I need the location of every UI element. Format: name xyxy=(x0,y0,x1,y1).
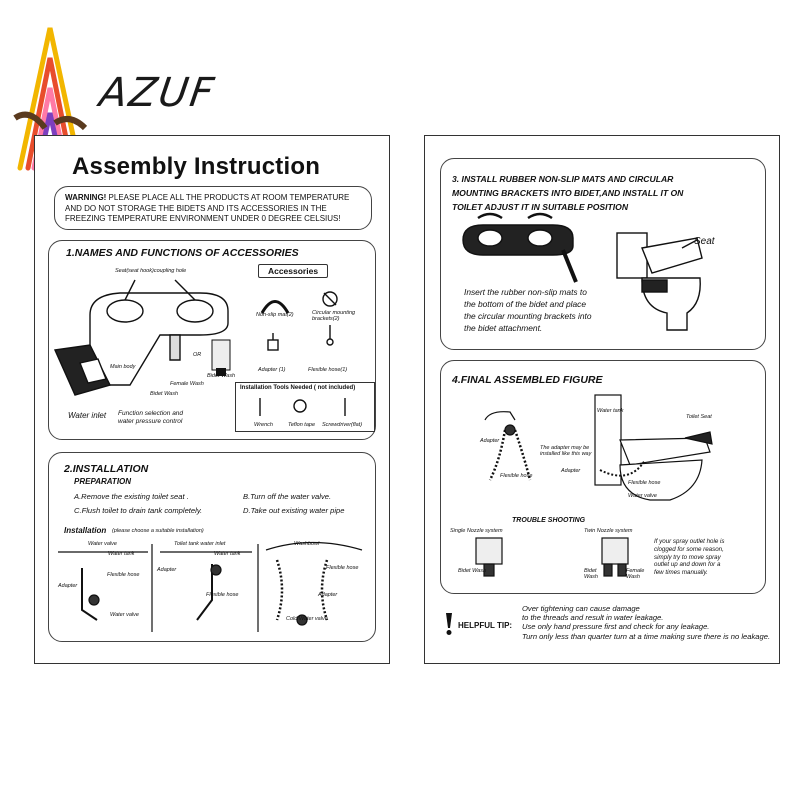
helpful-tip-label: HELPFUL TIP: xyxy=(458,621,513,630)
p2-water-tank: Water tank xyxy=(214,551,241,557)
section-mats-box xyxy=(440,158,766,350)
page-title: Assembly Instruction xyxy=(72,153,321,180)
accessories-badge: Accessories xyxy=(258,264,328,278)
trouble-note-line-4: outlet up and down for a xyxy=(654,561,721,569)
step-d: D.Take out existing water pipe xyxy=(243,506,345,515)
section-final-box xyxy=(440,360,766,594)
step-b: B.Turn off the water valve. xyxy=(243,492,332,501)
p1-water-valve-2: Water valve xyxy=(110,612,139,618)
twin-nozzle-label: Twin Nozzle system xyxy=(584,528,633,534)
trouble-note-line-3: simply try to move spray xyxy=(654,553,721,561)
flexible-hose-label: Flexible hose(1) xyxy=(308,367,348,373)
step-c: C.Flush toilet to drain tank completely. xyxy=(74,506,203,515)
final-flexible-hose-2: Flexible hose xyxy=(628,480,661,486)
screwdriver-label: Screwdriver(flat) xyxy=(322,422,363,428)
tools-box xyxy=(235,382,375,432)
section-mats-body-line-4: the bidet attachment. xyxy=(464,323,543,333)
wrench-label: Wrench xyxy=(254,422,273,428)
twin-female-wash: Female Wash xyxy=(626,568,645,580)
warning-lead: WARNING! xyxy=(65,193,107,202)
helpful-tip-line-1: Over tightening can cause damage xyxy=(522,604,640,613)
warning-text: PLEASE PLACE ALL THE PRODUCTS AT ROOM TE… xyxy=(65,193,350,223)
section-mats-title: 3. INSTALL RUBBER NON-SLIP MATS AND CIRC… xyxy=(452,172,683,214)
accessories-icons xyxy=(260,291,338,351)
p3-flexible-hose: Flexible hose xyxy=(326,565,359,571)
toilet-seat-diagram xyxy=(616,232,703,331)
single-bidet-wash: Bidet Wash xyxy=(458,568,487,574)
bidet-wash-label-2: Bidet Wash xyxy=(207,373,236,379)
final-adapter-note: The adapter may be installed like this w… xyxy=(540,445,592,457)
final-water-tank: Water tank xyxy=(597,408,624,414)
p3-cold-water-valve: Cold Water valve xyxy=(286,616,328,622)
tools-icons xyxy=(259,398,346,416)
trouble-note: If your spray outlet hole is clogged for… xyxy=(654,538,725,577)
final-adapter: Adapter xyxy=(480,438,500,444)
main-body-label: Main body xyxy=(110,364,136,370)
p2-adapter: Adapter xyxy=(157,567,177,573)
seat-label: Seat(seat hook)coupling hole xyxy=(115,268,187,274)
logo-text: AZUF xyxy=(96,70,219,116)
nozzle-systems-diagram xyxy=(475,537,629,577)
single-nozzle-label: Single Nozzle system xyxy=(450,528,503,534)
section-final-title: 4.FINAL ASSEMBLED FIGURE xyxy=(452,374,603,386)
or-label: OR xyxy=(193,352,202,358)
installation-note: (please choose a suitable installation) xyxy=(112,528,204,534)
step-a: A.Remove the existing toilet seat . xyxy=(74,492,189,501)
helpful-tip-line-3: Use only hand pressure first and check f… xyxy=(522,622,710,632)
final-toilet-seat: Toilet Seat xyxy=(686,414,712,420)
p1-adapter: Adapter xyxy=(58,583,78,589)
installation-label: Installation xyxy=(64,526,107,535)
bidet-wash-label: Bidet Wash xyxy=(150,391,179,397)
final-assembly-diagram xyxy=(484,394,713,501)
helpful-tip-line-2: to the threads and result in water leaka… xyxy=(522,613,664,623)
final-water-valve: Water valve xyxy=(628,493,657,499)
section-accessories-box xyxy=(48,240,376,440)
section-installation-title: 2.INSTALLATION xyxy=(64,463,149,475)
final-adapter-2: Adapter xyxy=(561,468,581,474)
section-accessories-title: 1.NAMES AND FUNCTIONS OF ACCESSORIES xyxy=(66,247,299,259)
p3-washbowl: Washbowl xyxy=(294,541,320,547)
final-flexible-hose: Flexible hose xyxy=(500,473,533,479)
function-label: Function selection and water pressure co… xyxy=(118,410,184,425)
p3-adapter: Adapter xyxy=(318,592,338,598)
trouble-note-line-1: If your spray outlet hole is xyxy=(654,538,725,545)
bidet-main-body-diagram xyxy=(53,279,229,396)
trouble-note-line-2: clogged for some reason, xyxy=(654,545,724,553)
adapter-label: Adapter (1) xyxy=(258,367,286,373)
installation-diagrams xyxy=(58,541,363,632)
trouble-shooting-title: TROUBLE SHOOTING xyxy=(512,517,586,524)
tools-title: Installation Tools Needed ( not included… xyxy=(240,385,356,391)
section-mats-body-line-3: the circular mounting brackets into xyxy=(464,311,592,321)
helpful-tip-line-4: Turn only less than quarter turn at a ti… xyxy=(522,631,771,641)
nozzle-icon xyxy=(211,339,231,376)
section-mats-body-line-2: the bottom of the bidet and place xyxy=(464,299,586,309)
bidet-mats-diagram xyxy=(462,212,578,283)
section-mats-title-line-1: 3. INSTALL RUBBER NON-SLIP MATS AND CIRC… xyxy=(452,174,674,184)
non-slip-mat-label: Non-slip mat(2) xyxy=(256,312,294,318)
p1-water-tank: Water tank xyxy=(108,551,135,557)
p2-tank-inlet: Toilet tank water inlet xyxy=(174,541,226,547)
seat-label-right: Seat xyxy=(694,236,715,247)
p2-flexible-hose: Flexible hose xyxy=(206,592,239,598)
exclamation-icon xyxy=(446,613,452,635)
section-mats-title-line-3: TOILET ADJUST IT IN SUITABLE POSITION xyxy=(452,202,629,212)
section-mats-title-line-2: MOUNTING BRACKETS INTO BIDET,AND INSTALL… xyxy=(452,188,684,198)
trouble-note-line-5: few times manually. xyxy=(654,569,708,577)
p1-flexible-hose: Flexible hose xyxy=(107,572,140,578)
helpful-tip-text: Over tightening can cause damage to the … xyxy=(522,604,770,641)
section-installation-box xyxy=(48,452,376,642)
twin-bidet-wash: Bidet Wash xyxy=(584,568,598,580)
bracket-label: Circular mounting brackets(2) xyxy=(312,310,356,322)
water-inlet-label: Water inlet xyxy=(68,411,107,420)
preparation-title: PREPARATION xyxy=(74,477,132,486)
female-wash-label: Female Wash xyxy=(170,381,204,387)
teflon-label: Teflon tape xyxy=(288,422,316,428)
p1-water-valve: Water valve xyxy=(88,541,117,547)
warning-box: WARNING! PLEASE PLACE ALL THE PRODUCTS A… xyxy=(54,186,372,230)
section-mats-body-line-1: Insert the rubber non-slip mats to xyxy=(464,287,587,297)
section-mats-body: Insert the rubber non-slip mats to the b… xyxy=(464,286,592,334)
